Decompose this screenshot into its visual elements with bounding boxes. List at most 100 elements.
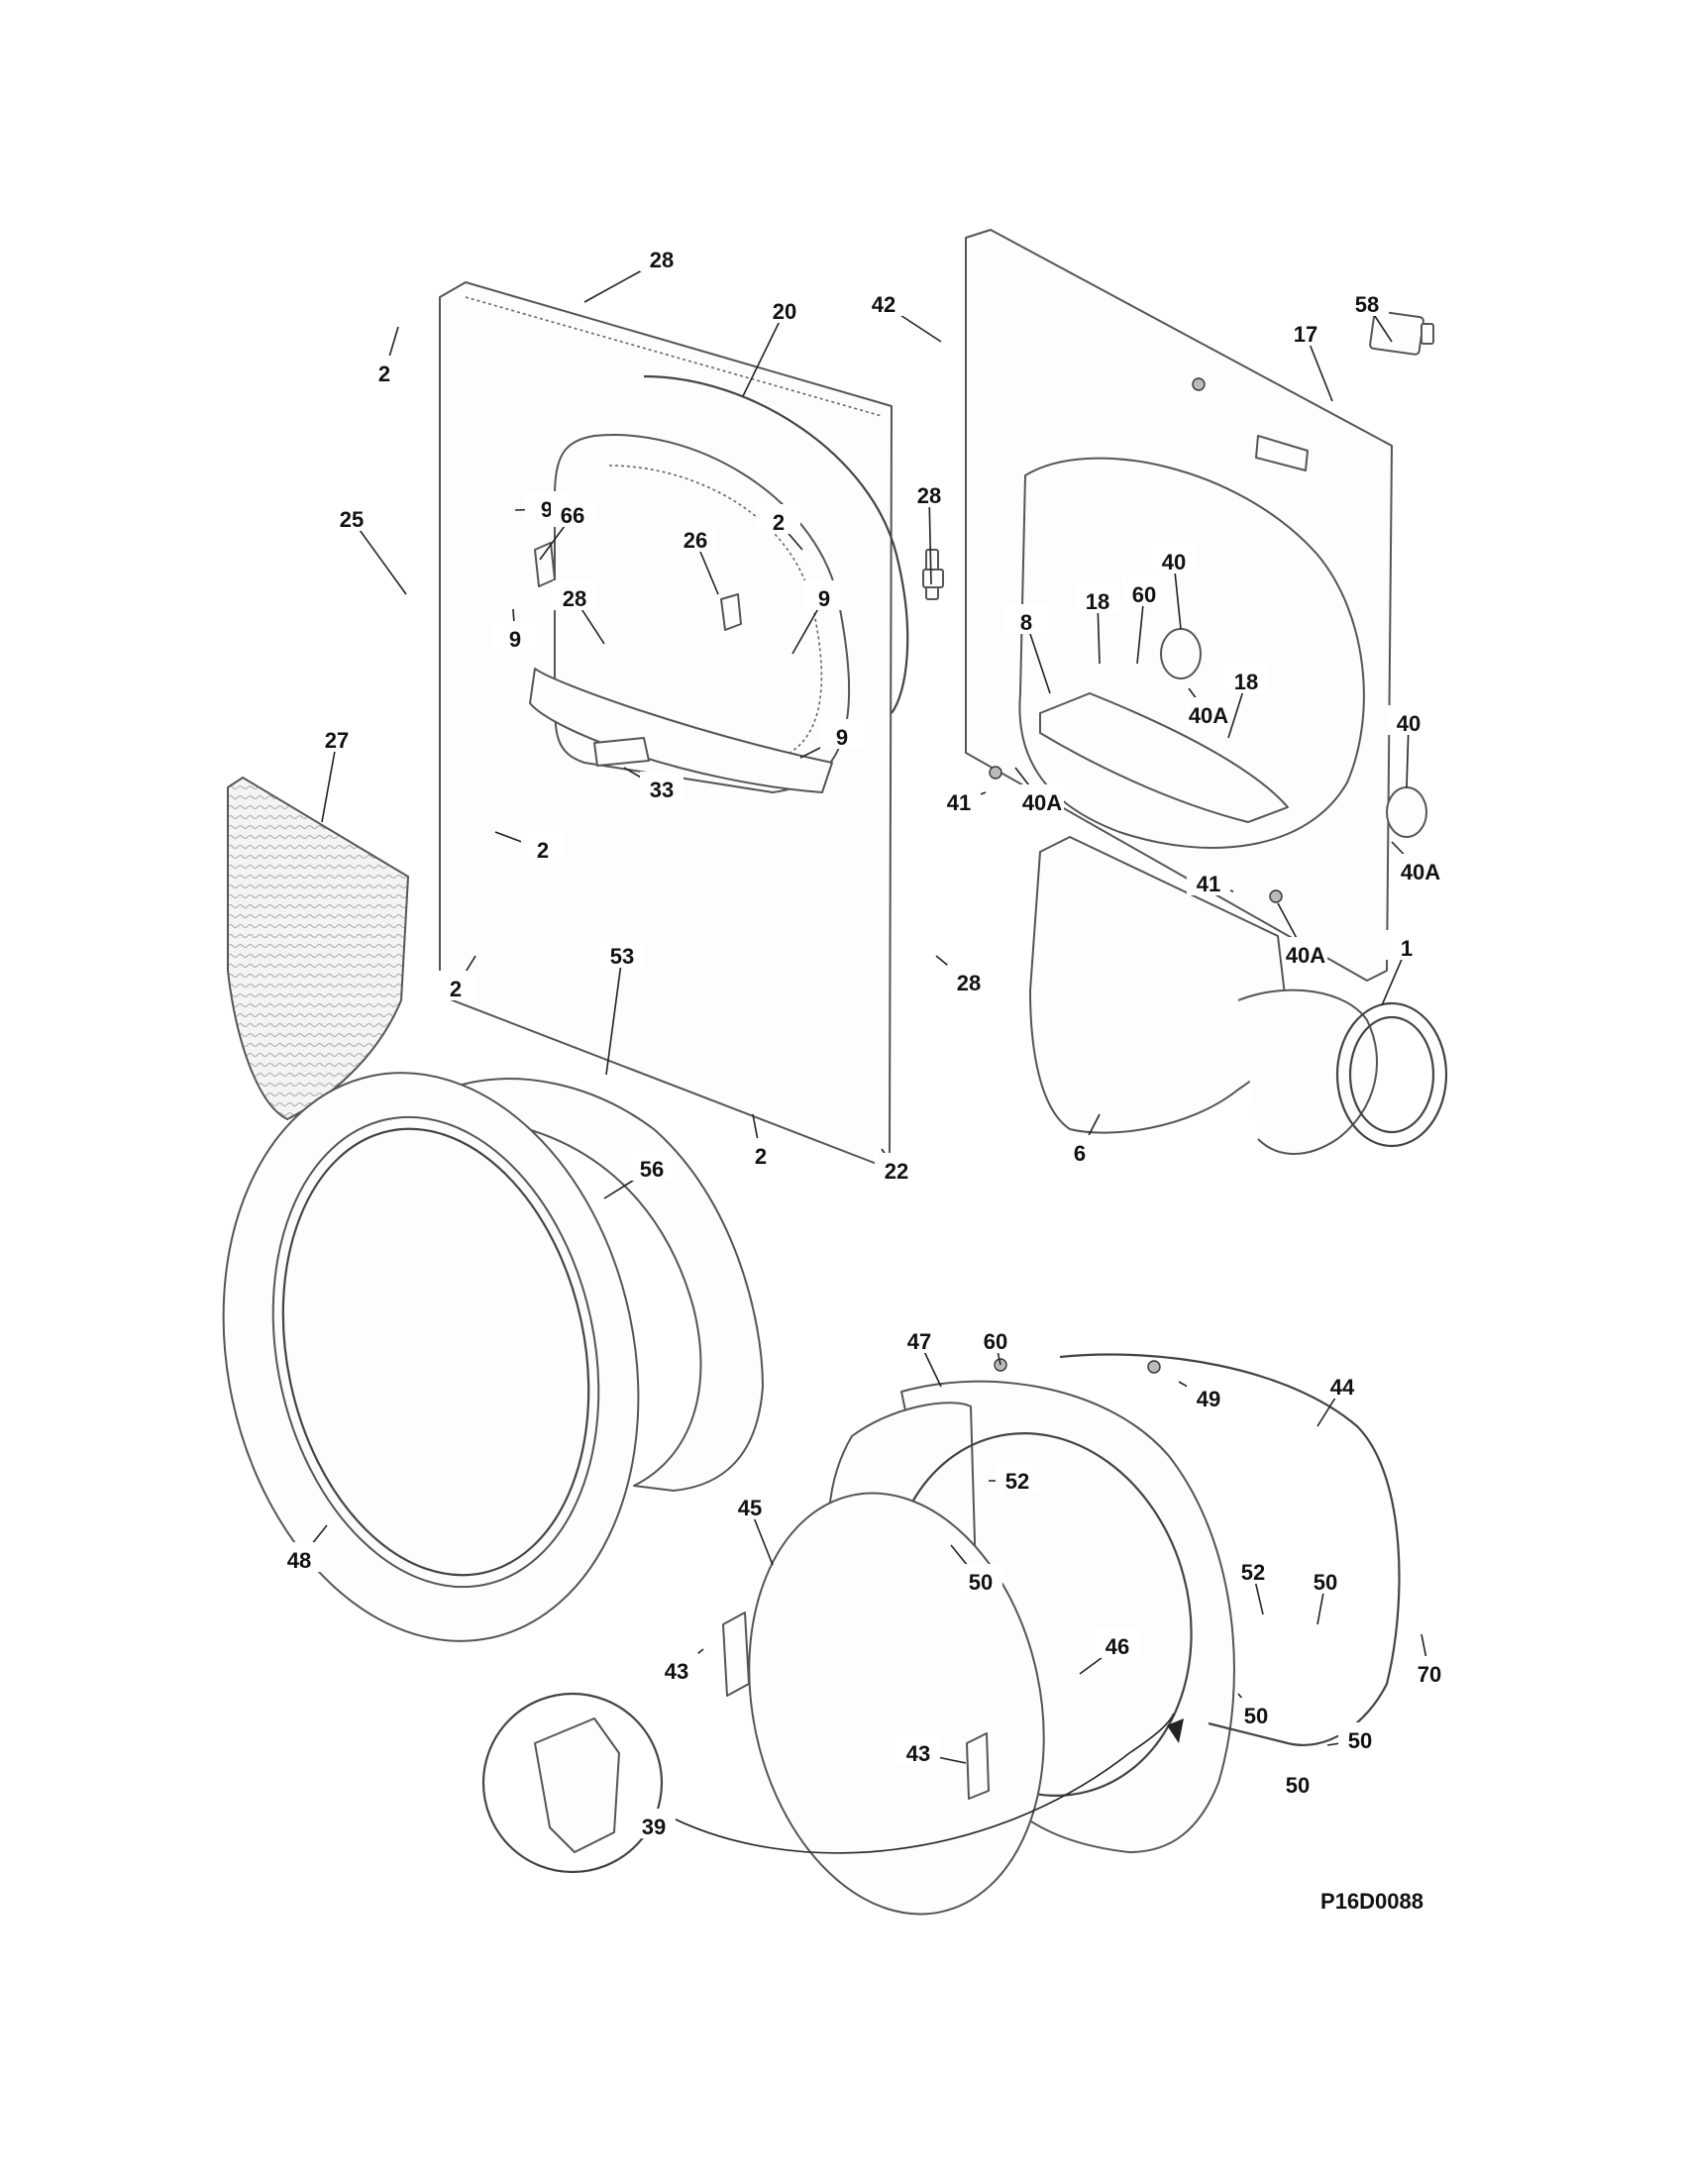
part-callout: 50 bbox=[1286, 1773, 1310, 1798]
part-callout: 40A bbox=[1286, 943, 1325, 968]
callout-background bbox=[1096, 1628, 1139, 1658]
callout-background bbox=[632, 1809, 676, 1838]
part-callout: 43 bbox=[665, 1659, 688, 1684]
part-callout: 8 bbox=[1020, 610, 1032, 635]
callout-background bbox=[1304, 1564, 1347, 1594]
callout-background bbox=[551, 497, 594, 527]
callout-background bbox=[802, 580, 846, 610]
part-callout: 28 bbox=[650, 248, 674, 272]
callout-background bbox=[1284, 316, 1327, 346]
callout-background bbox=[1399, 854, 1442, 884]
callout-background bbox=[728, 1490, 772, 1519]
callout-background bbox=[1004, 604, 1048, 634]
callout-background bbox=[315, 722, 359, 752]
callout-background bbox=[763, 293, 806, 323]
callout-background bbox=[739, 1138, 783, 1168]
part-callout: 9 bbox=[509, 627, 521, 652]
part-callout: 42 bbox=[872, 292, 895, 317]
callout-background bbox=[937, 784, 981, 814]
callout-background bbox=[1338, 1722, 1382, 1752]
part-callout: 41 bbox=[947, 790, 971, 815]
callout-background bbox=[974, 1323, 1017, 1353]
part-callout: 48 bbox=[287, 1548, 311, 1573]
callout-background bbox=[996, 1463, 1039, 1493]
callout-background bbox=[363, 356, 406, 385]
callout-background bbox=[630, 1151, 674, 1181]
part-callout: 33 bbox=[650, 778, 674, 802]
callout-background bbox=[1276, 1767, 1319, 1797]
callout-background bbox=[277, 1542, 321, 1572]
callout-background bbox=[493, 621, 537, 651]
part-callout: 6 bbox=[1074, 1141, 1086, 1166]
part-callout: 70 bbox=[1418, 1662, 1441, 1687]
part-callout: 18 bbox=[1086, 589, 1109, 614]
callout-background bbox=[1187, 697, 1230, 727]
part-callout: 40A bbox=[1401, 860, 1440, 884]
callout-background bbox=[1187, 866, 1230, 895]
inner-door bbox=[722, 1353, 1401, 1916]
part-callout: 18 bbox=[1234, 670, 1258, 694]
part-callout: 22 bbox=[885, 1159, 908, 1184]
part-callout: 40 bbox=[1162, 550, 1186, 574]
callout-background bbox=[875, 1153, 918, 1183]
part-callout: 26 bbox=[684, 528, 707, 553]
callout-background bbox=[757, 504, 800, 534]
callout-leader bbox=[928, 494, 932, 585]
lint-filter bbox=[227, 776, 410, 1121]
part-callout: 44 bbox=[1330, 1375, 1355, 1400]
small-parts bbox=[922, 310, 1434, 1374]
callout-background bbox=[1187, 1381, 1230, 1410]
callout-background bbox=[1152, 544, 1196, 573]
part-callout: 50 bbox=[969, 1570, 993, 1595]
part-callout: 28 bbox=[563, 586, 586, 611]
callout-leader bbox=[321, 739, 338, 823]
part-callout: 41 bbox=[1197, 872, 1220, 896]
part-callout: 39 bbox=[642, 1815, 666, 1839]
part-callout: 9 bbox=[541, 497, 553, 522]
part-callout: 20 bbox=[773, 299, 796, 324]
door-assembly bbox=[222, 1072, 640, 1642]
callout-background bbox=[1387, 705, 1430, 735]
callout-leader bbox=[351, 518, 407, 595]
callout-background bbox=[947, 965, 991, 994]
part-callout: 28 bbox=[917, 483, 941, 508]
callout-background bbox=[1058, 1135, 1102, 1165]
callout-background bbox=[897, 1323, 941, 1353]
callout-leader bbox=[742, 310, 786, 397]
callout-background bbox=[600, 938, 644, 968]
blower-duct bbox=[1029, 836, 1448, 1155]
part-callout: 2 bbox=[773, 510, 785, 535]
part-callout: 47 bbox=[907, 1329, 931, 1354]
part-callout: 2 bbox=[755, 1144, 767, 1169]
callout-background bbox=[1320, 1369, 1364, 1399]
part-callout: 2 bbox=[537, 838, 549, 863]
part-callout: 40 bbox=[1397, 711, 1421, 736]
latch-detail bbox=[481, 1692, 1184, 1874]
part-callout: 66 bbox=[561, 503, 584, 528]
callout-background bbox=[1234, 1698, 1278, 1727]
part-callout: 49 bbox=[1197, 1387, 1220, 1411]
callout-background bbox=[434, 971, 477, 1000]
part-callout: 52 bbox=[1005, 1469, 1029, 1494]
part-callout: 50 bbox=[1314, 1570, 1337, 1595]
callout-background bbox=[1076, 583, 1119, 613]
diagram-id-label: P16D0088 bbox=[1320, 1889, 1423, 1914]
callout-background bbox=[1284, 937, 1327, 967]
callout-background bbox=[862, 286, 905, 316]
part-callout: 46 bbox=[1105, 1634, 1129, 1659]
callout-background bbox=[1345, 286, 1389, 316]
part-callout: 50 bbox=[1244, 1704, 1268, 1728]
part-callout: 9 bbox=[818, 586, 830, 611]
part-callout: 28 bbox=[957, 971, 981, 995]
part-callout: 56 bbox=[640, 1157, 664, 1182]
part-callout: 50 bbox=[1348, 1728, 1372, 1753]
drum-seal bbox=[643, 374, 909, 714]
part-callout: 25 bbox=[340, 507, 364, 532]
callout-background bbox=[1385, 930, 1428, 960]
callout-background bbox=[521, 832, 565, 862]
callout-background bbox=[1231, 1554, 1275, 1584]
callout-background bbox=[655, 1653, 698, 1683]
part-callout: 53 bbox=[610, 944, 634, 969]
